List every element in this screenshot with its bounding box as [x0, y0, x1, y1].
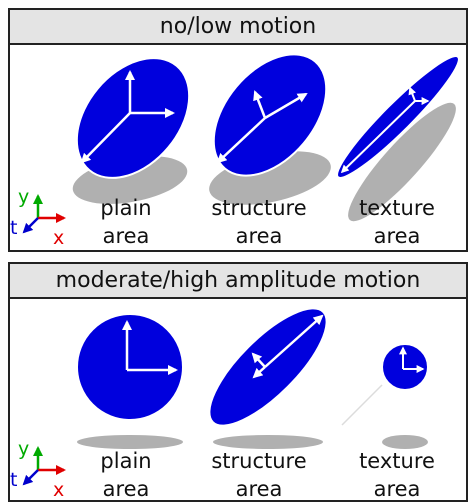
label-plain-line2: area: [103, 477, 150, 501]
label-plain-line2: area: [103, 224, 150, 248]
plain-axes-arrows: [80, 70, 175, 164]
structure-shadow: [213, 435, 323, 449]
plain-axes-arrows: [122, 320, 178, 375]
texture-axes-arrows: [399, 346, 425, 373]
label-plain-line1: plain: [100, 196, 151, 220]
axis-x-label: x: [53, 227, 64, 249]
plain-shadow: [77, 435, 183, 449]
label-structure-line1: structure: [211, 449, 306, 473]
label-texture-line2: area: [374, 224, 421, 248]
label-plain-line1: plain: [100, 449, 151, 473]
structure-ellipse: [208, 307, 328, 427]
axis-y-label: y: [18, 438, 29, 460]
axis-t-label: t: [10, 217, 17, 239]
axis-indicator: y t x: [10, 438, 66, 501]
label-structure-line1: structure: [211, 196, 306, 220]
axis-indicator: y t x: [10, 186, 66, 249]
plain-circle: [76, 313, 184, 421]
axis-x-label: x: [53, 479, 64, 501]
texture-shadow: [382, 435, 428, 449]
label-texture-line1: texture: [359, 449, 435, 473]
structure-axes-arrows: [251, 314, 324, 379]
texture-shadow: [348, 102, 456, 222]
panel-title: moderate/high amplitude motion: [10, 264, 466, 299]
label-texture-line2: area: [374, 477, 421, 501]
structure-axes-arrows: [216, 90, 308, 164]
axis-y-label: y: [18, 186, 29, 208]
texture-axes-arrows: [340, 86, 430, 174]
texture-circle: [381, 343, 429, 391]
label-structure-line2: area: [236, 477, 283, 501]
label-structure-line2: area: [236, 224, 283, 248]
plain-ellipse: [75, 57, 191, 179]
panel-title: no/low motion: [10, 10, 466, 45]
axis-t-label: t: [10, 469, 17, 491]
label-texture-line1: texture: [359, 196, 435, 220]
texture-faint-arrow: [341, 384, 383, 426]
